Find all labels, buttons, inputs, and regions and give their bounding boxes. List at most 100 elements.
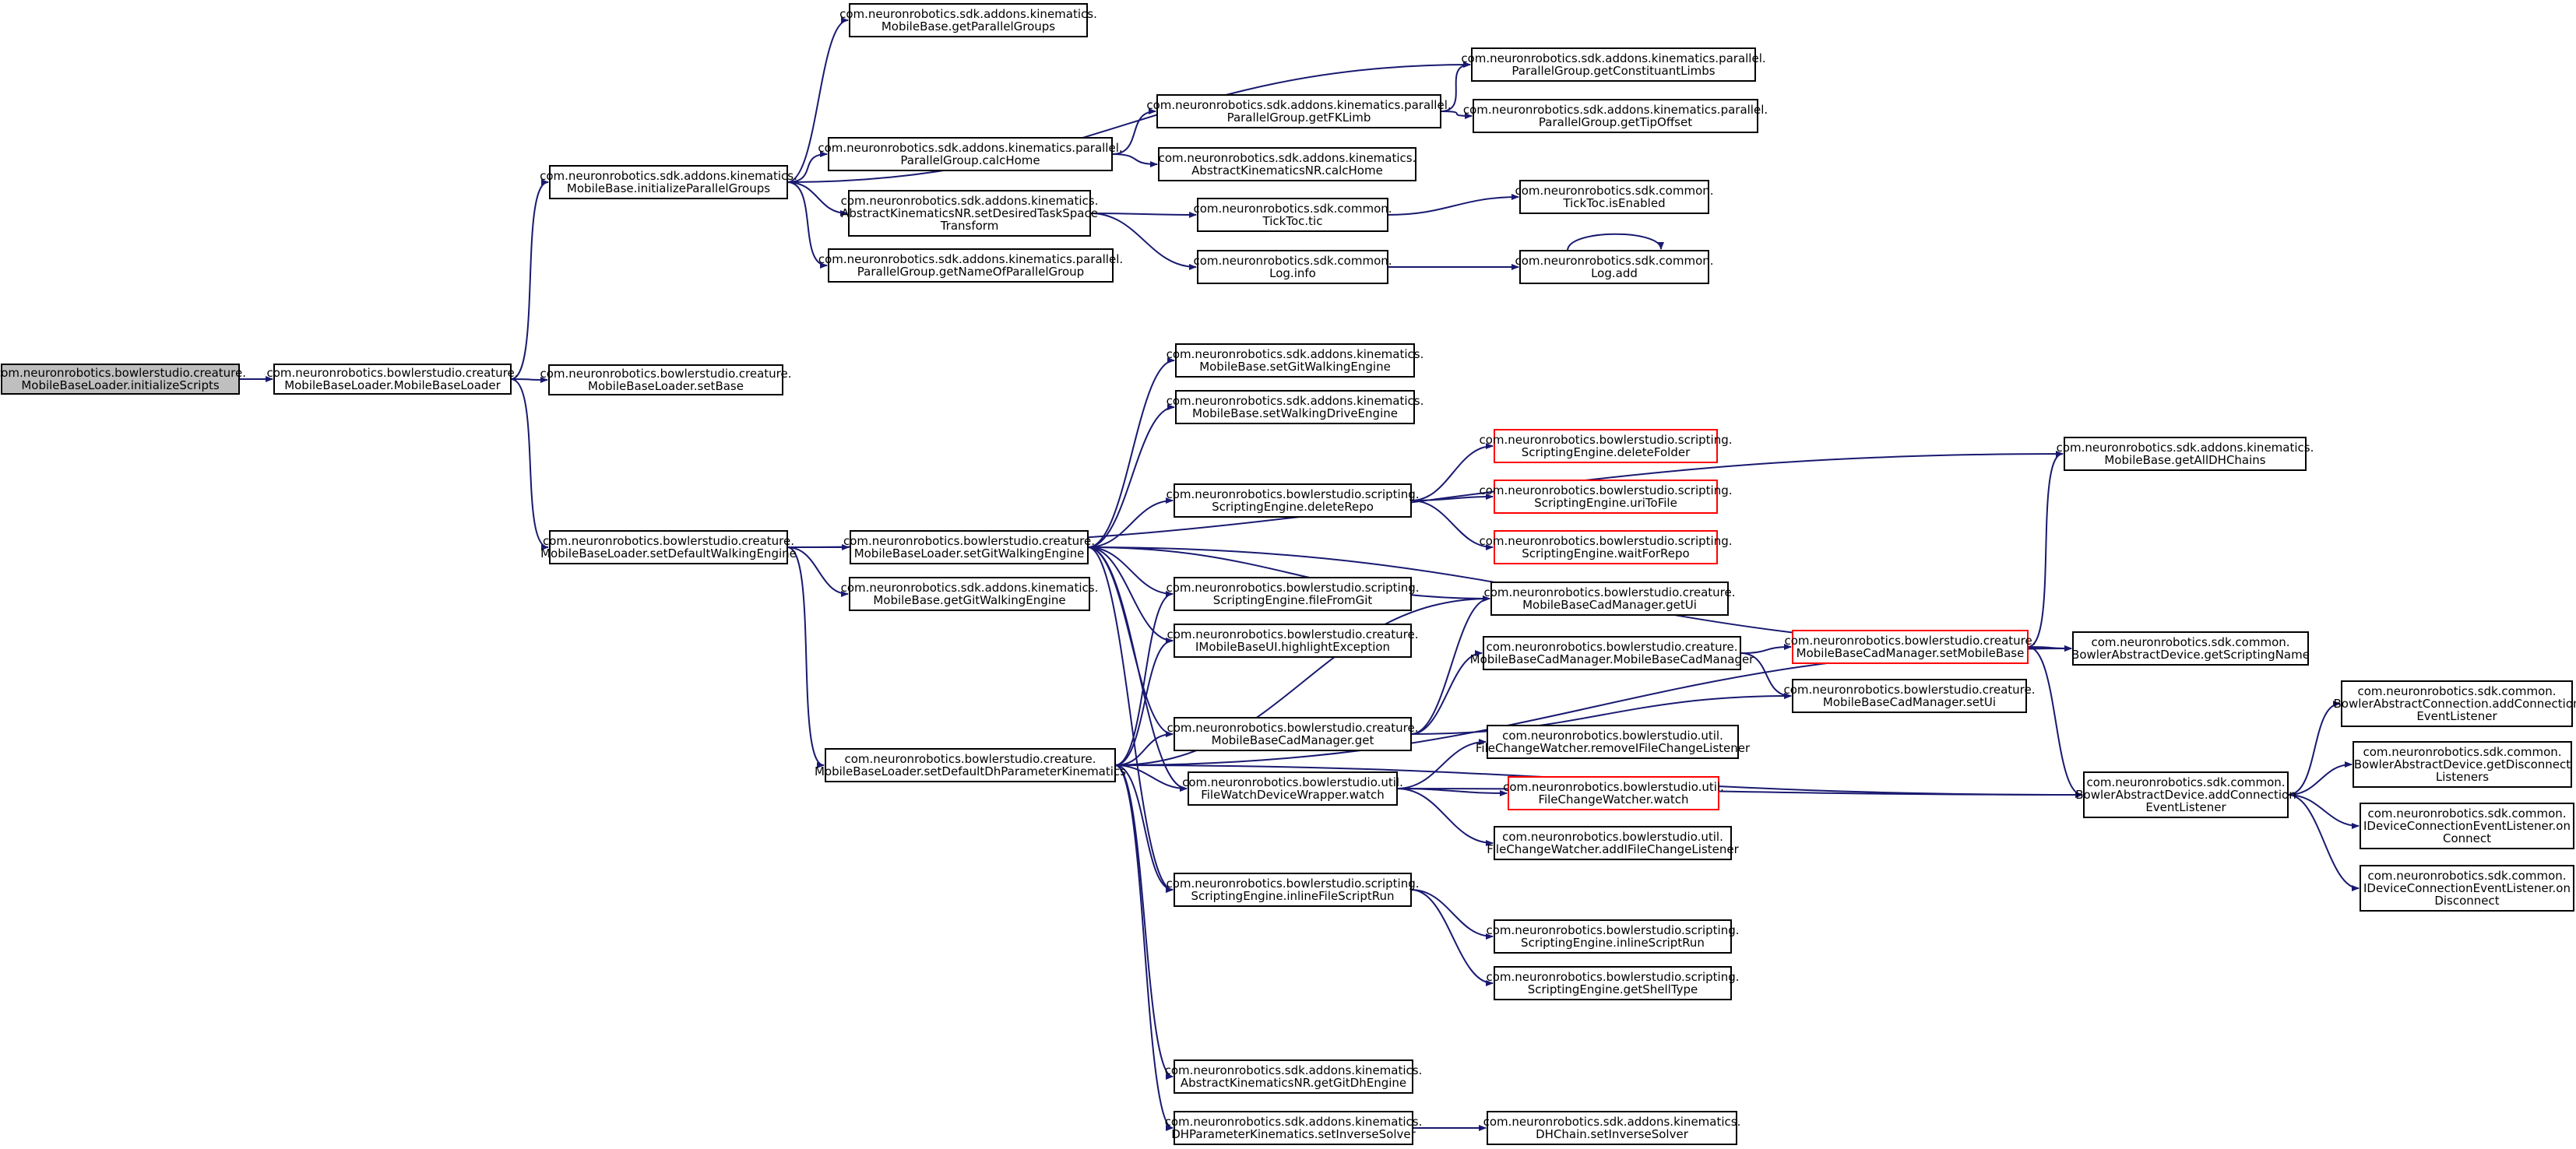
node-label-line: com.neuronrobotics.bowlerstudio.creature… (0, 366, 246, 380)
node-n20[interactable]: com.neuronrobotics.sdk.addons.kinematics… (1167, 343, 1424, 378)
node-n28[interactable]: com.neuronrobotics.sdk.addons.kinematics… (1165, 1059, 1423, 1094)
node-n4[interactable]: com.neuronrobotics.bowlerstudio.creature… (540, 530, 797, 564)
node-label-line: ScriptingEngine.getShellType (1528, 982, 1698, 996)
node-n38[interactable]: com.neuronrobotics.bowlerstudio.scriptin… (1486, 919, 1740, 954)
node-n19[interactable]: com.neuronrobotics.bowlerstudio.creature… (815, 748, 1126, 782)
node-box (849, 577, 1090, 611)
node-n34[interactable]: com.neuronrobotics.bowlerstudio.creature… (1470, 636, 1755, 670)
node-n13[interactable]: com.neuronrobotics.sdk.addons.kinematics… (1461, 47, 1766, 82)
node-n24[interactable]: com.neuronrobotics.bowlerstudio.creature… (1167, 624, 1419, 658)
node-box (1483, 636, 1741, 670)
node-box (1197, 198, 1388, 232)
node-n15[interactable]: com.neuronrobotics.sdk.common.TickToc.is… (1515, 180, 1714, 214)
edge-n45-to-n46 (2287, 701, 2341, 796)
node-n8[interactable]: com.neuronrobotics.sdk.addons.kinematics… (818, 248, 1123, 283)
node-n40[interactable]: com.neuronrobotics.sdk.addons.kinematics… (1483, 1111, 1741, 1145)
node-label-line: DHChain.setInverseSolver (1536, 1127, 1689, 1141)
node-n7[interactable]: com.neuronrobotics.sdk.addons.kinematics… (841, 190, 1099, 237)
node-label-line: AbstractKinematicsNR.getGitDhEngine (1181, 1076, 1406, 1090)
node-label-line: com.neuronrobotics.sdk.addons.kinematics… (1463, 103, 1768, 117)
edge-n7-to-n12 (1089, 213, 1197, 270)
node-label-line: com.neuronrobotics.sdk.common. (2357, 684, 2556, 698)
node-n0[interactable]: com.neuronrobotics.bowlerstudio.creature… (0, 364, 246, 395)
node-label-line: Log.add (1591, 266, 1638, 280)
edge-n4-to-n18 (787, 546, 849, 597)
node-n18[interactable]: com.neuronrobotics.sdk.addons.kinematics… (841, 577, 1099, 611)
node-label-line: com.neuronrobotics.bowlerstudio.scriptin… (1166, 877, 1419, 891)
node-label-line: MobileBaseCadManager.MobileBaseCadManage… (1470, 652, 1755, 666)
node-n47[interactable]: com.neuronrobotics.sdk.common.BowlerAbst… (2353, 741, 2572, 788)
node-n1[interactable]: com.neuronrobotics.bowlerstudio.creature… (267, 364, 519, 395)
node-n43[interactable]: com.neuronrobotics.sdk.addons.kinematics… (2057, 437, 2314, 471)
node-n25[interactable]: com.neuronrobotics.bowlerstudio.creature… (1167, 717, 1419, 751)
node-n12[interactable]: com.neuronrobotics.sdk.common.Log.info (1193, 250, 1392, 284)
node-label-line: ScriptingEngine.inlineScriptRun (1521, 936, 1705, 950)
node-box (1175, 343, 1415, 378)
node-label-line: com.neuronrobotics.sdk.addons.kinematics… (2057, 441, 2314, 455)
edge-n19-to-n25 (1114, 731, 1174, 766)
edge-n45-to-n49 (2287, 794, 2360, 891)
node-n32[interactable]: com.neuronrobotics.bowlerstudio.scriptin… (1479, 530, 1733, 564)
node-box (1487, 725, 1739, 759)
edge-n2-to-n7 (787, 181, 848, 216)
node-label-line: com.neuronrobotics.bowlerstudio.util. (1182, 775, 1403, 789)
node-box (1174, 1059, 1413, 1094)
node-n6[interactable]: com.neuronrobotics.sdk.addons.kinematics… (818, 137, 1123, 171)
node-label-line: com.neuronrobotics.sdk.addons.kinematics… (540, 169, 797, 183)
node-box (2360, 865, 2574, 912)
node-n16[interactable]: com.neuronrobotics.sdk.common.Log.add (1515, 250, 1714, 284)
node-n11[interactable]: com.neuronrobotics.sdk.common.TickToc.ti… (1193, 198, 1392, 232)
node-n30[interactable]: com.neuronrobotics.bowlerstudio.scriptin… (1479, 429, 1733, 463)
node-label-line: AbstractKinematicsNR.setDesiredTaskSpace (841, 206, 1098, 220)
node-n35[interactable]: com.neuronrobotics.bowlerstudio.util.Fil… (1476, 725, 1751, 759)
node-n3[interactable]: com.neuronrobotics.bowlerstudio.creature… (540, 364, 792, 395)
node-label-line: MobileBase.initializeParallelGroups (567, 181, 770, 195)
node-box (825, 748, 1116, 782)
node-n41[interactable]: com.neuronrobotics.bowlerstudio.creature… (1785, 630, 2036, 664)
node-label-line: Log.info (1269, 266, 1316, 280)
node-n22[interactable]: com.neuronrobotics.bowlerstudio.scriptin… (1166, 483, 1420, 518)
node-label-line: MobileBaseLoader.MobileBaseLoader (284, 378, 501, 392)
edge-n17-to-n23 (1087, 546, 1174, 597)
node-n39[interactable]: com.neuronrobotics.bowlerstudio.scriptin… (1486, 966, 1740, 1000)
edge-n4-to-n19 (787, 546, 825, 768)
node-box (2353, 741, 2572, 788)
node-n26[interactable]: com.neuronrobotics.bowlerstudio.util.Fil… (1182, 771, 1403, 806)
node-label-line: IMobileBaseUI.highlightException (1195, 640, 1390, 654)
node-n45[interactable]: com.neuronrobotics.sdk.common.BowlerAbst… (2075, 771, 2296, 818)
node-n5[interactable]: com.neuronrobotics.sdk.addons.kinematics… (839, 3, 1097, 37)
node-n46[interactable]: com.neuronrobotics.sdk.common.BowlerAbst… (2333, 680, 2576, 727)
node-label-line: ScriptingEngine.deleteFolder (1522, 445, 1691, 459)
node-n21[interactable]: com.neuronrobotics.sdk.addons.kinematics… (1167, 390, 1424, 424)
node-n37[interactable]: com.neuronrobotics.bowlerstudio.util.Fil… (1487, 826, 1740, 860)
node-label-line: BowlerAbstractDevice.getDisconnect (2354, 757, 2571, 771)
node-label-line: BowlerAbstractDevice.getScriptingName (2071, 648, 2310, 662)
node-box (1490, 582, 1729, 616)
node-label-line: MobileBaseCadManager.setMobileBase (1797, 646, 2025, 660)
node-label-line: com.neuronrobotics.bowlerstudio.scriptin… (1166, 581, 1419, 595)
node-n48[interactable]: com.neuronrobotics.sdk.common.IDeviceCon… (2360, 803, 2574, 849)
node-label-line: EventListener (2145, 800, 2226, 814)
edge-n34-to-n41 (1740, 644, 1792, 654)
edge-n27-to-n39 (1410, 889, 1494, 986)
edge-n26-to-n37 (1396, 788, 1494, 846)
node-n49[interactable]: com.neuronrobotics.sdk.common.IDeviceCon… (2360, 865, 2574, 912)
node-label-line: com.neuronrobotics.bowlerstudio.creature… (1484, 585, 1736, 599)
node-n31[interactable]: com.neuronrobotics.bowlerstudio.scriptin… (1479, 480, 1733, 514)
node-label-line: ParallelGroup.getTipOffset (1539, 115, 1692, 129)
node-n17[interactable]: com.neuronrobotics.bowlerstudio.creature… (843, 530, 1095, 564)
node-n42[interactable]: com.neuronrobotics.bowlerstudio.creature… (1784, 679, 2036, 713)
node-n14[interactable]: com.neuronrobotics.sdk.addons.kinematics… (1463, 99, 1768, 133)
node-n9[interactable]: com.neuronrobotics.sdk.addons.kinematics… (1146, 94, 1452, 128)
node-n27[interactable]: com.neuronrobotics.bowlerstudio.scriptin… (1166, 873, 1420, 907)
node-n44[interactable]: com.neuronrobotics.sdk.common.BowlerAbst… (2071, 631, 2310, 666)
node-n33[interactable]: com.neuronrobotics.bowlerstudio.creature… (1484, 582, 1736, 616)
node-n23[interactable]: com.neuronrobotics.bowlerstudio.scriptin… (1166, 577, 1420, 611)
node-n10[interactable]: com.neuronrobotics.sdk.addons.kinematics… (1158, 147, 1416, 181)
node-n2[interactable]: com.neuronrobotics.sdk.addons.kinematics… (540, 165, 797, 199)
edge-n16-self-loop (1567, 233, 1664, 251)
node-n36[interactable]: com.neuronrobotics.bowlerstudio.util.Fil… (1503, 776, 1724, 810)
node-label-line: MobileBaseLoader.setDefaultWalkingEngine (540, 546, 797, 560)
node-n29[interactable]: com.neuronrobotics.sdk.addons.kinematics… (1165, 1111, 1423, 1145)
node-label-line: com.neuronrobotics.sdk.common. (1193, 254, 1392, 268)
